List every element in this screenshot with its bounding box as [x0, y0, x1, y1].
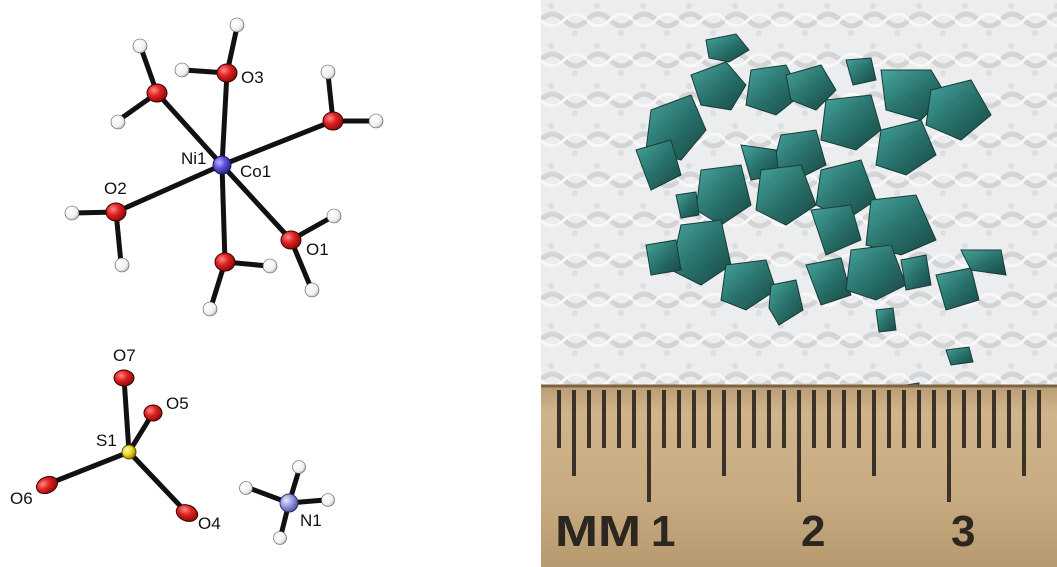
nitrogen-atom	[279, 493, 299, 513]
metal-oxygen-bonds	[113, 70, 336, 265]
label-ni1: Ni1	[181, 149, 207, 168]
oxygen-atoms	[105, 63, 344, 272]
label-n1: N1	[300, 511, 322, 530]
ruler-ticks	[557, 390, 1041, 502]
label-o2: O2	[104, 179, 127, 198]
label-o5: O5	[166, 394, 189, 413]
label-co1: Co1	[240, 162, 271, 181]
label-o6: O6	[10, 489, 33, 508]
sulfate-oxygen-atoms	[35, 369, 199, 522]
ruler-number-2: 2	[801, 507, 825, 556]
sulfate-anion: O7 O5 S1 O6 O4	[10, 346, 221, 533]
crystal-structure-diagram: O3 Ni1 Co1 O2 O1 O7 O5 S1 O6 O4	[10, 17, 384, 545]
label-s1: S1	[96, 431, 117, 450]
label-o7: O7	[113, 346, 136, 365]
ruler-number-1: 1	[651, 507, 675, 556]
sulfur-atom	[121, 444, 137, 460]
label-o1: O1	[306, 240, 329, 259]
green-crystals	[635, 33, 1007, 396]
ruler-number-3: 3	[951, 507, 975, 556]
crystal-photo: MM 1 2 3	[541, 0, 1057, 567]
ruler-unit-label: MM	[555, 507, 641, 556]
ammonium-hydrogen-atoms	[239, 460, 335, 545]
label-o4: O4	[198, 514, 221, 533]
label-o3: O3	[241, 68, 264, 87]
hexaaqua-complex: O3 Ni1 Co1 O2 O1	[64, 17, 384, 317]
hydrogen-atoms	[64, 17, 384, 317]
ammonium-cation: N1	[239, 460, 335, 545]
ruler: MM 1 2 3	[541, 384, 1057, 567]
metal-atom	[212, 155, 232, 175]
